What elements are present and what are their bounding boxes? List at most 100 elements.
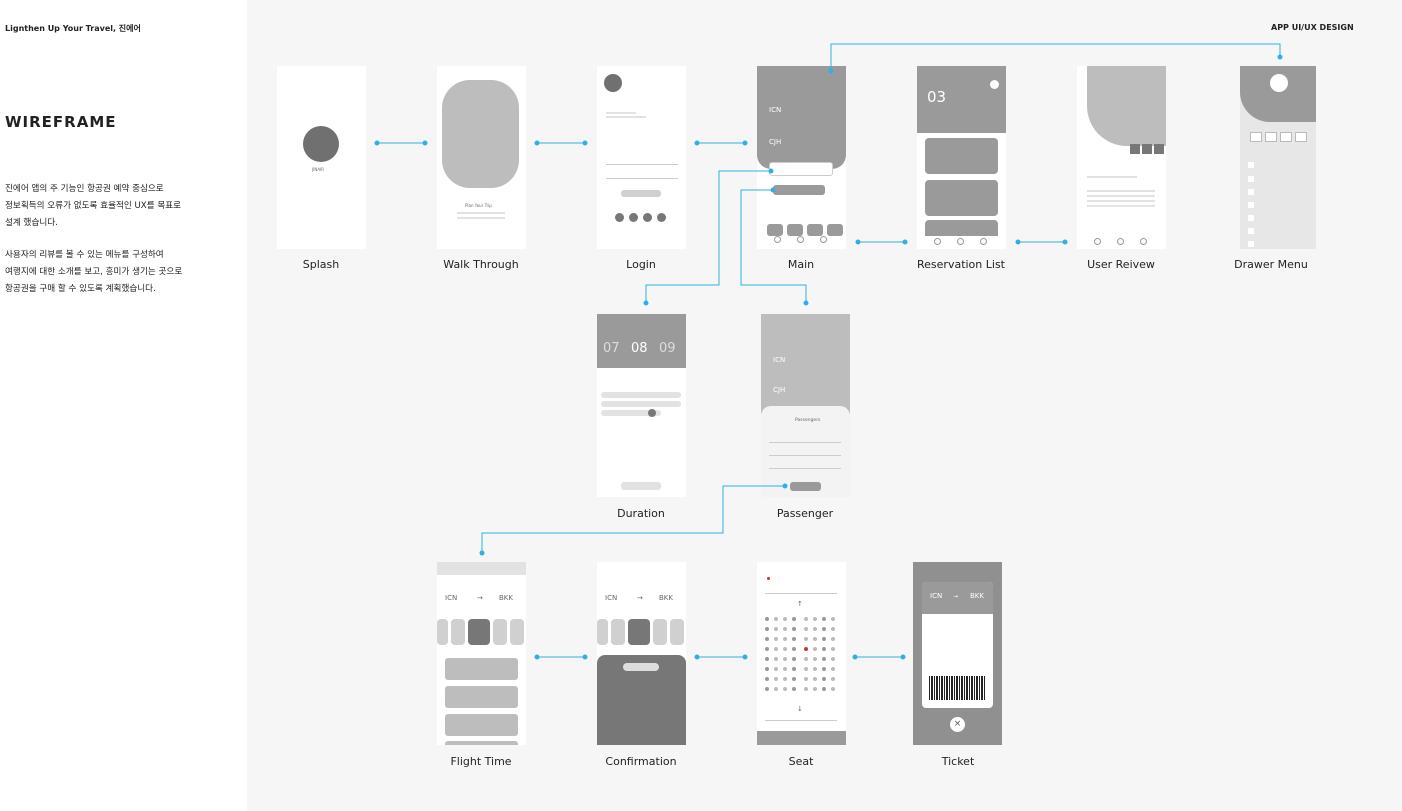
seat[interactable]	[804, 627, 808, 631]
toggle-pill[interactable]	[623, 663, 659, 671]
barcode	[929, 676, 986, 700]
flight-option[interactable]	[445, 658, 518, 680]
seat[interactable]	[831, 617, 835, 621]
seat[interactable]	[804, 677, 808, 681]
id-field[interactable]	[606, 164, 678, 165]
reservation-card[interactable]	[925, 180, 998, 216]
seat[interactable]	[813, 647, 817, 651]
seat[interactable]	[822, 657, 826, 661]
seat[interactable]	[822, 677, 826, 681]
seat[interactable]	[831, 687, 835, 691]
seat[interactable]	[804, 667, 808, 671]
seat[interactable]	[774, 657, 778, 661]
seat[interactable]	[822, 637, 826, 641]
seat[interactable]	[831, 627, 835, 631]
next-button[interactable]	[621, 482, 661, 490]
seat[interactable]	[783, 677, 787, 681]
seat[interactable]	[804, 687, 808, 691]
confirm-seat-button[interactable]	[757, 731, 846, 745]
search-button[interactable]	[773, 185, 825, 195]
seat[interactable]	[813, 677, 817, 681]
seat[interactable]	[774, 667, 778, 671]
reservation-card[interactable]	[925, 220, 998, 236]
close-icon[interactable]: ×	[950, 717, 965, 732]
nav-icon[interactable]	[774, 236, 781, 243]
label-confirmation: Confirmation	[605, 755, 677, 768]
seat[interactable]	[804, 657, 808, 661]
seat[interactable]	[765, 657, 769, 661]
reservation-card[interactable]	[925, 138, 998, 174]
nav-icon[interactable]	[797, 236, 804, 243]
seat[interactable]	[831, 667, 835, 671]
seat[interactable]	[765, 667, 769, 671]
seat[interactable]	[774, 647, 778, 651]
seat[interactable]	[765, 637, 769, 641]
selected-date[interactable]	[468, 619, 490, 645]
seat[interactable]	[822, 667, 826, 671]
date-picker[interactable]	[769, 162, 833, 176]
seat[interactable]	[831, 657, 835, 661]
seat[interactable]	[804, 617, 808, 621]
label-flight-time: Flight Time	[450, 755, 512, 768]
seat[interactable]	[783, 647, 787, 651]
seat[interactable]	[792, 667, 796, 671]
seat[interactable]	[813, 667, 817, 671]
next-button[interactable]	[790, 482, 821, 491]
seat[interactable]	[774, 677, 778, 681]
seat[interactable]	[783, 687, 787, 691]
seat[interactable]	[774, 617, 778, 621]
seat[interactable]	[765, 677, 769, 681]
seat[interactable]	[765, 617, 769, 621]
seat[interactable]	[822, 687, 826, 691]
seat[interactable]	[831, 637, 835, 641]
seat[interactable]	[774, 637, 778, 641]
seat[interactable]	[765, 687, 769, 691]
seat[interactable]	[822, 647, 826, 651]
seat[interactable]	[783, 637, 787, 641]
login-button[interactable]	[621, 190, 661, 197]
flight-option[interactable]	[445, 714, 518, 736]
label-user-review: User Reivew	[1087, 258, 1155, 271]
seat[interactable]	[792, 657, 796, 661]
seat[interactable]	[783, 617, 787, 621]
social-icon[interactable]	[615, 213, 624, 222]
seat[interactable]	[813, 617, 817, 621]
seat[interactable]	[804, 637, 808, 641]
social-icon[interactable]	[657, 213, 666, 222]
seat[interactable]	[792, 617, 796, 621]
origin-code: ICN	[769, 106, 782, 114]
label-splash: Splash	[302, 258, 340, 271]
password-field[interactable]	[606, 178, 678, 179]
seat[interactable]	[813, 627, 817, 631]
seat[interactable]	[774, 627, 778, 631]
seat[interactable]	[792, 627, 796, 631]
seat-map[interactable]	[765, 617, 837, 697]
seat[interactable]	[822, 617, 826, 621]
seat[interactable]	[813, 657, 817, 661]
seat[interactable]	[792, 677, 796, 681]
seat[interactable]	[783, 667, 787, 671]
logo-circle	[303, 126, 339, 162]
seat[interactable]	[765, 627, 769, 631]
description-1: 진에어 앱의 주 기능인 항공권 예약 중심으로 정보획득의 오류가 없도록 효…	[5, 184, 182, 228]
nav-icon[interactable]	[820, 236, 827, 243]
seat[interactable]	[783, 627, 787, 631]
seat[interactable]	[765, 647, 769, 651]
review-image	[1087, 66, 1166, 146]
seat[interactable]	[831, 647, 835, 651]
seat[interactable]	[792, 637, 796, 641]
selected-date[interactable]	[648, 409, 656, 417]
seat[interactable]	[783, 657, 787, 661]
seat[interactable]	[822, 627, 826, 631]
walkthrough-screen: Plan Your Trip	[437, 66, 526, 249]
social-icon[interactable]	[629, 213, 638, 222]
seat[interactable]	[831, 677, 835, 681]
flight-option[interactable]	[445, 686, 518, 708]
seat[interactable]	[774, 687, 778, 691]
seat[interactable]	[804, 647, 808, 651]
seat[interactable]	[792, 687, 796, 691]
seat[interactable]	[813, 687, 817, 691]
seat[interactable]	[792, 647, 796, 651]
seat[interactable]	[813, 637, 817, 641]
social-icon[interactable]	[643, 213, 652, 222]
